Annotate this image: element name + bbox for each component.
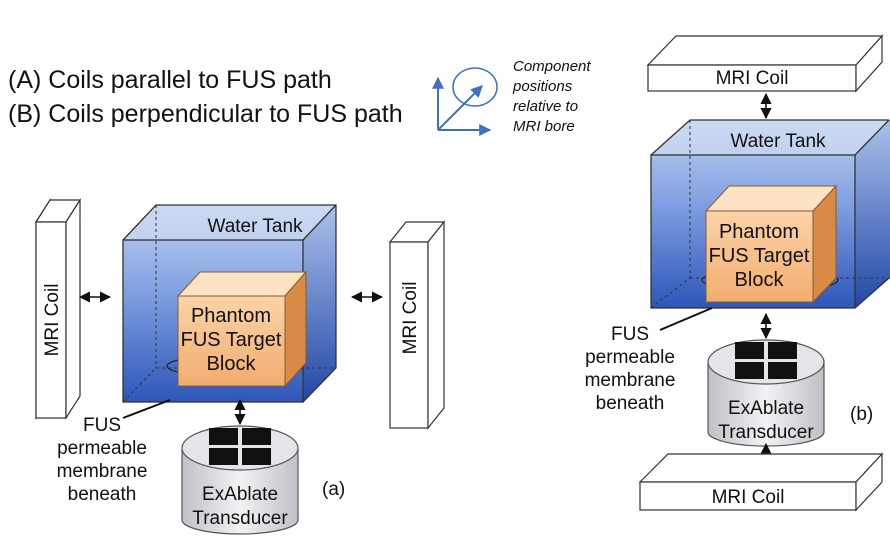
block-label: Phantom xyxy=(719,221,799,243)
transducer-label: Transducer xyxy=(718,422,814,443)
mri-coil-left: MRI Coil xyxy=(34,197,82,421)
note-line: MRI bore xyxy=(513,118,575,135)
membrane-line: beneath xyxy=(596,393,665,414)
coil-label: MRI Coil xyxy=(42,284,63,357)
membrane-line: FUS xyxy=(83,415,121,436)
mri-coil-bottom: MRI Coil xyxy=(638,452,884,512)
panel-tag: (b) xyxy=(850,404,873,425)
exablate-transducer-b: ExAblate Transducer xyxy=(707,339,825,447)
panel-b: MRI Coil Water Tank Phantom FUS Target B xyxy=(585,34,890,512)
block-label: Block xyxy=(207,353,257,375)
membrane-line: permeable xyxy=(57,438,147,459)
exablate-transducer-a: ExAblate Transducer xyxy=(181,425,299,535)
membrane-line: membrane xyxy=(585,370,676,391)
membrane-label-a: FUS permeable membrane beneath xyxy=(57,399,171,505)
coil-label: MRI Coil xyxy=(400,282,421,355)
mri-coil-right: MRI Coil xyxy=(388,220,446,430)
transducer-label: ExAblate xyxy=(728,398,804,419)
note-line: positions xyxy=(512,78,573,95)
coil-label: MRI Coil xyxy=(712,487,785,508)
legend-line-b: (B) Coils perpendicular to FUS path xyxy=(8,100,403,128)
water-tank-label: Water Tank xyxy=(207,216,303,237)
membrane-label-b: FUS permeable membrane beneath xyxy=(585,307,713,414)
legend-line-a: (A) Coils parallel to FUS path xyxy=(8,66,332,94)
membrane-line: FUS xyxy=(611,324,649,345)
mri-coil-top: MRI Coil xyxy=(646,34,884,93)
orientation-axes-icon xyxy=(432,67,498,136)
block-label: Block xyxy=(735,269,785,291)
transducer-label: Transducer xyxy=(192,508,288,529)
orientation-note: Component positions relative to MRI bore xyxy=(512,58,591,135)
membrane-line: membrane xyxy=(57,461,148,482)
transducer-array-icon xyxy=(209,428,271,465)
block-label: FUS Target xyxy=(709,245,810,267)
phantom-block-a: Phantom FUS Target Block xyxy=(176,270,308,388)
water-tank-label: Water Tank xyxy=(730,131,826,152)
block-label: FUS Target xyxy=(181,329,282,351)
transducer-array-icon xyxy=(735,342,797,379)
membrane-line: beneath xyxy=(68,484,137,505)
membrane-line: permeable xyxy=(585,347,675,368)
coil-label: MRI Coil xyxy=(716,68,789,89)
note-line: Component xyxy=(513,58,591,75)
panel-tag: (a) xyxy=(322,479,345,500)
note-line: relative to xyxy=(513,98,578,115)
panel-a: MRI Coil Water Tank Phantom FUS Target xyxy=(34,197,446,535)
block-label: Phantom xyxy=(191,305,271,327)
transducer-label: ExAblate xyxy=(202,484,278,505)
phantom-block-b: Phantom FUS Target Block xyxy=(704,184,838,304)
